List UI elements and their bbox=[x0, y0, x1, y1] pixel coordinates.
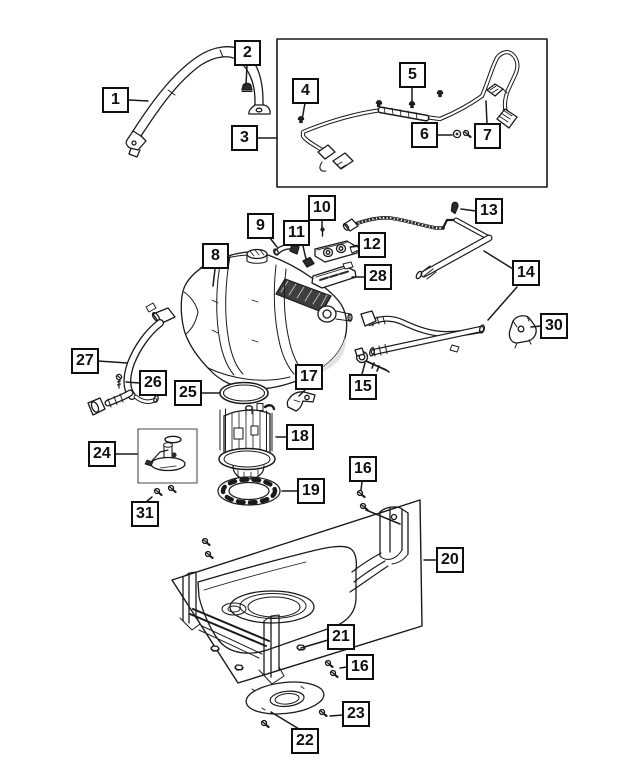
callout-18[interactable]: 18 bbox=[286, 424, 314, 450]
callout-17[interactable]: 17 bbox=[295, 364, 323, 390]
callout-16-lower[interactable]: 16 bbox=[346, 654, 374, 680]
callout-23[interactable]: 23 bbox=[342, 701, 370, 727]
callout-22[interactable]: 22 bbox=[291, 728, 319, 754]
filler-tube-27 bbox=[87, 302, 176, 416]
screw-under-shield bbox=[260, 719, 270, 729]
bracket-17 bbox=[286, 391, 316, 412]
o-ring-25 bbox=[219, 381, 269, 405]
callout-31[interactable]: 31 bbox=[131, 501, 159, 527]
clip-13 bbox=[450, 201, 459, 215]
screws-16-lower bbox=[324, 659, 339, 679]
callout-9[interactable]: 9 bbox=[247, 213, 274, 239]
skid-bracket-28 bbox=[311, 261, 357, 289]
callout-20[interactable]: 20 bbox=[436, 547, 464, 573]
fuel-line-box-frame bbox=[276, 38, 548, 188]
screws-16-upper bbox=[356, 489, 369, 512]
leader-lines bbox=[97, 65, 542, 730]
callout-4[interactable]: 4 bbox=[292, 78, 319, 104]
fuel-line-assembly bbox=[297, 50, 520, 172]
fuel-tank bbox=[180, 248, 353, 390]
callout-14[interactable]: 14 bbox=[512, 260, 540, 286]
sender-unit-box-24 bbox=[137, 428, 198, 484]
filler-elbow-9 bbox=[272, 243, 300, 256]
callout-3[interactable]: 3 bbox=[231, 125, 258, 151]
screw-23 bbox=[318, 708, 328, 718]
callout-10[interactable]: 10 bbox=[308, 195, 336, 221]
callout-28[interactable]: 28 bbox=[364, 264, 392, 290]
callout-8[interactable]: 8 bbox=[202, 243, 229, 269]
rollover-valve-30 bbox=[508, 315, 537, 349]
screws-31 bbox=[153, 484, 177, 497]
callout-2[interactable]: 2 bbox=[234, 40, 261, 66]
callout-6[interactable]: 6 bbox=[411, 122, 438, 148]
vent-tube-upper bbox=[342, 201, 493, 280]
callout-11[interactable]: 11 bbox=[283, 220, 310, 246]
callout-26[interactable]: 26 bbox=[139, 370, 167, 396]
callout-25[interactable]: 25 bbox=[174, 380, 202, 406]
strap-clip bbox=[241, 82, 253, 92]
callout-24[interactable]: 24 bbox=[88, 441, 116, 467]
clamp-15 bbox=[354, 347, 390, 373]
screw-26 bbox=[115, 373, 123, 389]
fuel-pump-module bbox=[218, 403, 276, 480]
clip-11 bbox=[302, 256, 315, 268]
callout-27[interactable]: 27 bbox=[71, 348, 99, 374]
callout-19[interactable]: 19 bbox=[297, 478, 325, 504]
vent-hose-lower bbox=[360, 310, 485, 357]
lock-ring-19 bbox=[217, 476, 281, 506]
callout-15[interactable]: 15 bbox=[349, 374, 377, 400]
callout-1[interactable]: 1 bbox=[102, 87, 129, 113]
callout-5[interactable]: 5 bbox=[399, 62, 426, 88]
module-bracket-12 bbox=[314, 240, 360, 263]
callout-7[interactable]: 7 bbox=[474, 123, 501, 149]
heat-shield-22 bbox=[245, 681, 328, 729]
skid-plate-assembly bbox=[171, 499, 423, 685]
callout-12[interactable]: 12 bbox=[358, 232, 386, 258]
callout-21[interactable]: 21 bbox=[327, 624, 355, 650]
callout-16-upper[interactable]: 16 bbox=[349, 456, 377, 482]
callout-13[interactable]: 13 bbox=[475, 198, 503, 224]
callout-30[interactable]: 30 bbox=[540, 313, 568, 339]
